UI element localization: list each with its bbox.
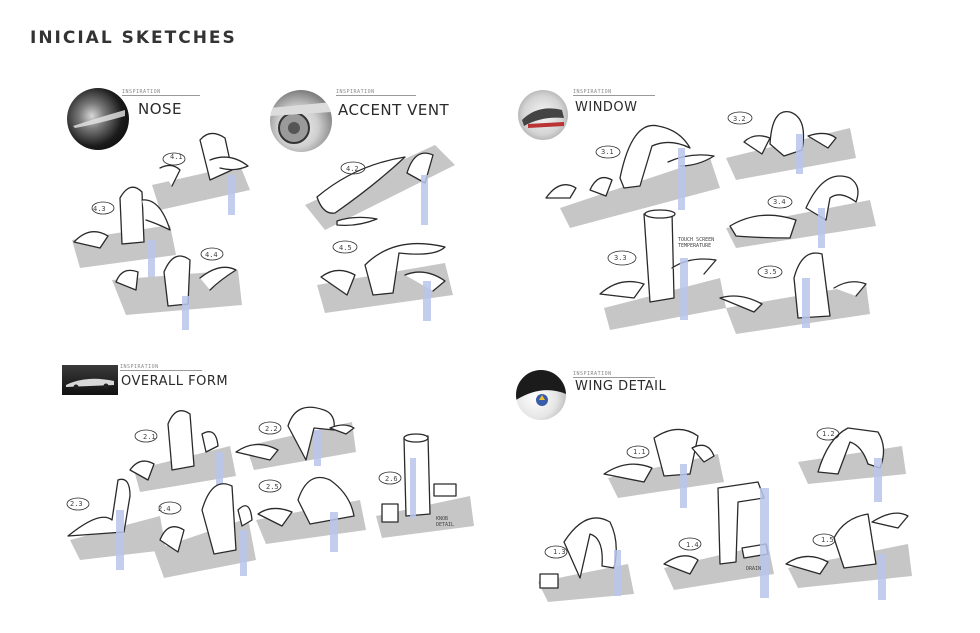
accent-vent-inspiration-photo <box>270 90 332 152</box>
wing-detail-label: WING DETAIL <box>575 379 667 394</box>
sketch-number-3-1: 3.1 <box>601 148 614 156</box>
sketch-number-3-2: 3.2 <box>733 115 746 123</box>
sketch-number-1-4: 1.4 <box>686 541 699 549</box>
accent-vent-sketches <box>305 145 455 321</box>
sketch-number-3-4: 3.4 <box>773 198 786 206</box>
nose-rule <box>122 95 200 96</box>
window-rule <box>573 95 655 96</box>
sketch-number-3-5: 3.5 <box>764 268 777 276</box>
sketch-number-2-3: 2.3 <box>70 500 83 508</box>
nose-inspiration-photo <box>67 88 129 150</box>
wing-detail-sketches <box>538 427 912 602</box>
wing-detail-note: DRAIN <box>746 566 762 572</box>
sketch-number-1-1: 1.1 <box>633 448 646 456</box>
nose-sketches <box>72 132 250 330</box>
overall-form-label: OVERALL FORM <box>121 374 229 389</box>
page-title: INICIAL SKETCHES <box>30 28 237 48</box>
overall-form-inspiration-photo <box>62 365 118 395</box>
accent-vent-rule <box>336 95 416 96</box>
window-inspiration-photo <box>518 90 568 140</box>
sketch-number-2-5: 2.5 <box>266 483 279 491</box>
window-note: TOUCH SCREEN TEMPERATURE <box>678 237 715 249</box>
wing-detail-inspiration-caption: INSPIRATION <box>573 371 612 377</box>
sketch-number-2-2: 2.2 <box>265 425 278 433</box>
sketch-number-1-3: 1.3 <box>553 548 566 556</box>
sketch-number-4-5: 4.5 <box>339 244 352 252</box>
sketch-number-4-2: 4.2 <box>346 165 359 173</box>
sketch-number-3-3: 3.3 <box>614 254 627 262</box>
window-label: WINDOW <box>575 100 638 115</box>
sketch-number-2-4: 2.4 <box>158 505 171 513</box>
window-sketches <box>545 110 876 334</box>
overall-form-note: KNOB DETAIL <box>436 516 455 528</box>
accent-vent-label: ACCENT VENT <box>338 101 450 119</box>
sketch-number-1-5: 1.5 <box>821 536 834 544</box>
sketch-number-4-1: 4.1 <box>170 153 183 161</box>
sketch-number-4-4: 4.4 <box>205 251 218 259</box>
window-inspiration-caption: INSPIRATION <box>573 89 612 95</box>
overall-form-inspiration-caption: INSPIRATION <box>120 364 159 370</box>
nose-label: NOSE <box>138 100 183 118</box>
overall-form-sketches <box>66 406 474 578</box>
sketch-number-2-1: 2.1 <box>143 433 156 441</box>
wing-detail-inspiration-photo <box>516 370 566 420</box>
nose-inspiration-caption: INSPIRATION <box>122 89 161 95</box>
wing-detail-rule <box>573 377 655 378</box>
sketch-number-1-2: 1.2 <box>822 430 835 438</box>
sketch-number-4-3: 4.3 <box>93 205 106 213</box>
overall-form-rule <box>120 370 202 371</box>
accent-vent-inspiration-caption: INSPIRATION <box>336 89 375 95</box>
sketch-number-2-6: 2.6 <box>385 475 398 483</box>
